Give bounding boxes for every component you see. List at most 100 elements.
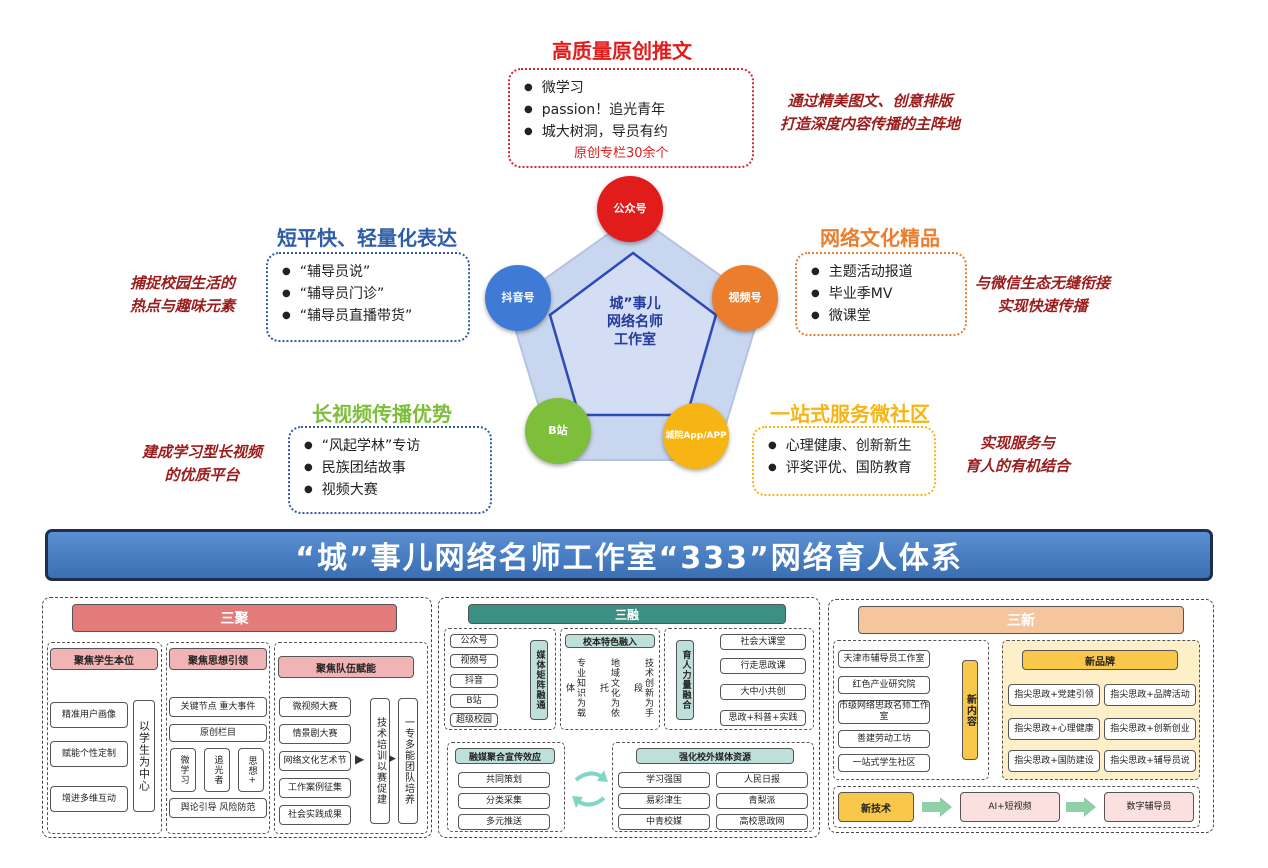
sanrong-right-vert: 育人力量融合: [676, 640, 694, 720]
sanrong-b2-item: 学习强国: [618, 772, 710, 788]
sanrong-left-vert: 媒体矩阵融通: [530, 640, 548, 720]
top-item: 微学习: [524, 78, 738, 100]
sanju-col1-item: 赋能个性定制: [50, 741, 128, 767]
sanrong-right-item: 社会大课堂: [720, 634, 806, 650]
arrow-right-icon: ▶: [355, 752, 365, 766]
sanju-col3-item: 社会实践成果: [279, 805, 351, 825]
right-box: 主题活动报道 毕业季MV 微课堂: [795, 252, 967, 336]
sanxin-brand-item: 指尖思政+辅导员说: [1104, 750, 1196, 772]
top-box: 微学习 passion！追光青年 城大树洞，导员有约 原创专栏30余个: [508, 68, 754, 168]
sanxin-tech-end: 数字辅导员: [1104, 792, 1194, 822]
node-douyin[interactable]: 抖音号: [485, 265, 551, 331]
right-side-note: 与微信生态无缝衔接实现快速传播: [975, 274, 1111, 315]
sanju-col2-vert: 思想+: [238, 748, 264, 792]
sanrong-b2-item: 高校思政网: [716, 814, 808, 830]
node-bilibili[interactable]: B站: [525, 398, 591, 464]
sanju-header: 三聚: [72, 604, 397, 632]
sanxin-left-item: 天津市辅导员工作室: [838, 650, 930, 668]
sanrong-mid: [560, 628, 660, 730]
sanxin-brand-item: 指尖思政+品牌活动: [1104, 684, 1196, 706]
left2-item: 民族团结故事: [304, 458, 476, 480]
right2-box: 心理健康、创新新生 评奖评优、国防教育: [752, 426, 936, 496]
left-title: 短平快、轻量化表达: [277, 226, 457, 250]
sanrong-left-item: 视频号: [450, 654, 498, 668]
pentagon-inner: [548, 251, 718, 417]
top-item: 城大树洞，导员有约: [524, 122, 738, 144]
right-title: 网络文化精品: [820, 226, 940, 250]
sanju-col3-item: 工作案例征集: [279, 778, 351, 798]
left2-item: 视频大赛: [304, 480, 476, 502]
right2-item: 心理健康、创新新生: [768, 436, 920, 458]
left2-item: “风起学林”专访: [304, 436, 476, 458]
sanrong-right-item: 行走思政课: [720, 658, 806, 674]
sanrong-b2-head: 强化校外媒体资源: [636, 748, 794, 764]
panel-sanxin: [828, 599, 1214, 833]
sanju-col1-vertical: 以学生为中心: [133, 700, 155, 812]
sanrong-b1-item: 共同策划: [458, 772, 550, 788]
left2-side-note: 建成学习型长视频的优质平台: [142, 443, 263, 484]
sanxin-header: 三新: [858, 606, 1184, 634]
sanrong-mid-head: 校本特色融入: [565, 634, 655, 648]
sanrong-b1: [447, 742, 565, 832]
sanrong-b2-item: 青梨派: [716, 793, 808, 809]
node-shipinhao[interactable]: 视频号: [712, 265, 778, 331]
arrow-right-icon: [922, 797, 952, 817]
right2-title: 一站式服务微社区: [770, 402, 930, 426]
sanxin-brand-head: 新品牌: [1022, 650, 1178, 670]
right-item: 主题活动报道: [811, 262, 951, 284]
right-item: 微课堂: [811, 306, 951, 328]
sanju-col2-head: 聚焦思想引领: [169, 648, 267, 670]
sanju-col3-item: 情景剧大赛: [279, 724, 351, 744]
right2-item: 评奖评优、国防教育: [768, 458, 920, 480]
panel-sanrong: [438, 597, 820, 838]
sanju-col3-item: 微视频大赛: [279, 697, 351, 717]
left-item: “辅导员直播带货”: [282, 306, 454, 328]
arrow-right-icon: [1066, 797, 1096, 817]
sanrong-b1-item: 多元推送: [458, 814, 550, 830]
top-note: 原创专栏30余个: [574, 146, 669, 161]
sanrong-b1-head: 融媒聚合宣传效应: [455, 748, 555, 764]
sanrong-left-item: B站: [450, 694, 498, 708]
sanju-col3-head: 聚焦队伍赋能: [278, 656, 414, 678]
node-gongzhonghao[interactable]: 公众号: [597, 176, 663, 242]
sanrong-left-item: 抖音: [450, 674, 498, 688]
left-box: “辅导员说” “辅导员门诊” “辅导员直播带货”: [266, 252, 470, 342]
sanrong-mid-col: 技术创新为手段: [632, 654, 653, 722]
node-app[interactable]: 城院App/APP: [663, 403, 729, 469]
sanxin-tech: [833, 786, 1200, 828]
top-side-note: 通过精美图文、创意排版打造深度内容传播的主阵地: [780, 92, 961, 133]
sanrong-b2-item: 易彩津生: [618, 793, 710, 809]
sanxin-brand-item: 指尖思政+心理健康: [1008, 718, 1100, 740]
sanrong-right-item: 大中小共创: [720, 684, 806, 700]
sanrong-mid-col: 地域文化为依托: [598, 654, 619, 722]
sanju-col1-head: 聚焦学生本位: [50, 648, 158, 670]
sanju-col2-vert: 追光者: [204, 748, 230, 792]
sanju-col2-item: 原创栏目: [169, 724, 267, 742]
sanrong-left-item: 公众号: [450, 634, 498, 648]
system-banner: “城”事儿网络名师工作室“333”网络育人体系: [45, 529, 1213, 581]
sanrong-left: [444, 628, 556, 730]
center-label: 城”事儿 网络名师 工作室: [607, 296, 663, 348]
sanrong-right: [664, 628, 814, 730]
top-item: passion！追光青年: [524, 100, 738, 122]
sanxin-left-vert: 新内容: [962, 660, 978, 760]
pentagon-diagram: [506, 213, 764, 461]
left2-title: 长视频传播优势: [312, 402, 452, 426]
sanxin-tech-head: 新技术: [838, 792, 914, 822]
sanju-col1-item: 精准用户画像: [50, 702, 128, 728]
sanxin-left-item: 市级网络思政名师工作室: [838, 700, 930, 724]
sanju-col3: [274, 642, 428, 834]
sanrong-b2-item: 人民日报: [716, 772, 808, 788]
sanju-col2-item: 关键节点 重大事件: [169, 697, 267, 717]
right2-side-note: 实现服务与育人的有机结合: [965, 434, 1071, 475]
sanju-col3-vert2: 一专多能团队培养: [398, 698, 418, 824]
sanrong-b2-item: 中青校媒: [618, 814, 710, 830]
sanxin-brand-item: 指尖思政+国防建设: [1008, 750, 1100, 772]
sanju-col3-item: 网络文化艺术节: [279, 751, 351, 771]
sanrong-mid-col: 专业知识为载体: [564, 654, 585, 722]
sanxin-brand-item: 指尖思政+党建引领: [1008, 684, 1100, 706]
sanju-col1-item: 增进多维互动: [50, 786, 128, 812]
sanju-col3-vert1: 技术培训以赛促建: [370, 698, 390, 824]
cycle-arrows-icon: [572, 770, 608, 808]
sanju-col2-vert: 微学习: [170, 748, 196, 792]
